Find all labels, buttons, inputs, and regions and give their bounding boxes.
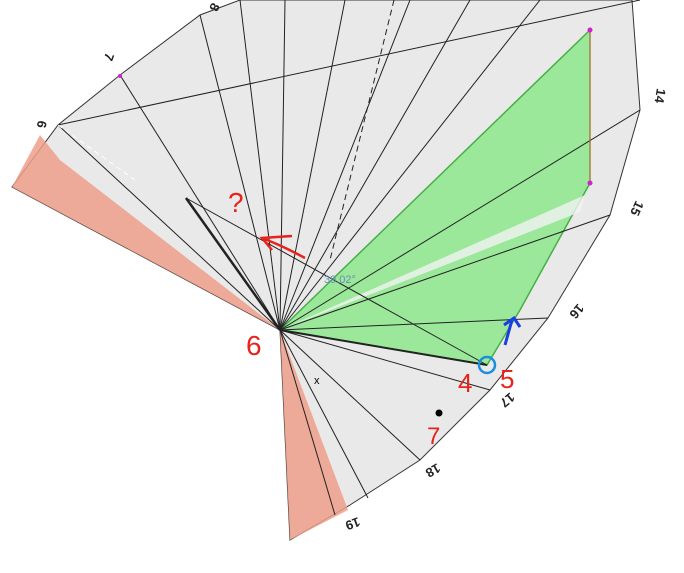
- vertex-marker[interactable]: [118, 74, 122, 78]
- edge-label-14: 14: [651, 87, 668, 105]
- annotation-hub-6: 6: [246, 330, 262, 361]
- vertex-marker[interactable]: [587, 180, 593, 186]
- edge-label-18: 18: [423, 460, 443, 480]
- edge-label-19: 19: [343, 514, 362, 533]
- angle-readout: 39.02°: [324, 274, 356, 286]
- annotation-point-4: 4: [458, 368, 472, 398]
- green-highlight-band: [280, 195, 585, 330]
- point-marker: [435, 409, 443, 417]
- selected-vertex-ring[interactable]: [477, 355, 497, 375]
- edge-label-16: 16: [566, 301, 587, 322]
- salmon-region-lower: [280, 330, 348, 540]
- edge-label-15: 15: [627, 199, 647, 218]
- annotation-question-mark: ?: [228, 187, 244, 218]
- annotation-point-7: 7: [427, 423, 440, 450]
- red-arrow-annotation: [259, 234, 306, 260]
- fold-lines: [57, 0, 641, 516]
- axis-x-indicator: x: [314, 375, 320, 387]
- blue-arrow-annotation: [503, 315, 522, 346]
- annotation-point-5: 5: [500, 364, 514, 394]
- edge-label-6: 6: [34, 119, 50, 129]
- edge-label-7: 7: [101, 51, 118, 63]
- salmon-region-upper: [12, 135, 280, 330]
- vertex-marker[interactable]: [587, 27, 593, 33]
